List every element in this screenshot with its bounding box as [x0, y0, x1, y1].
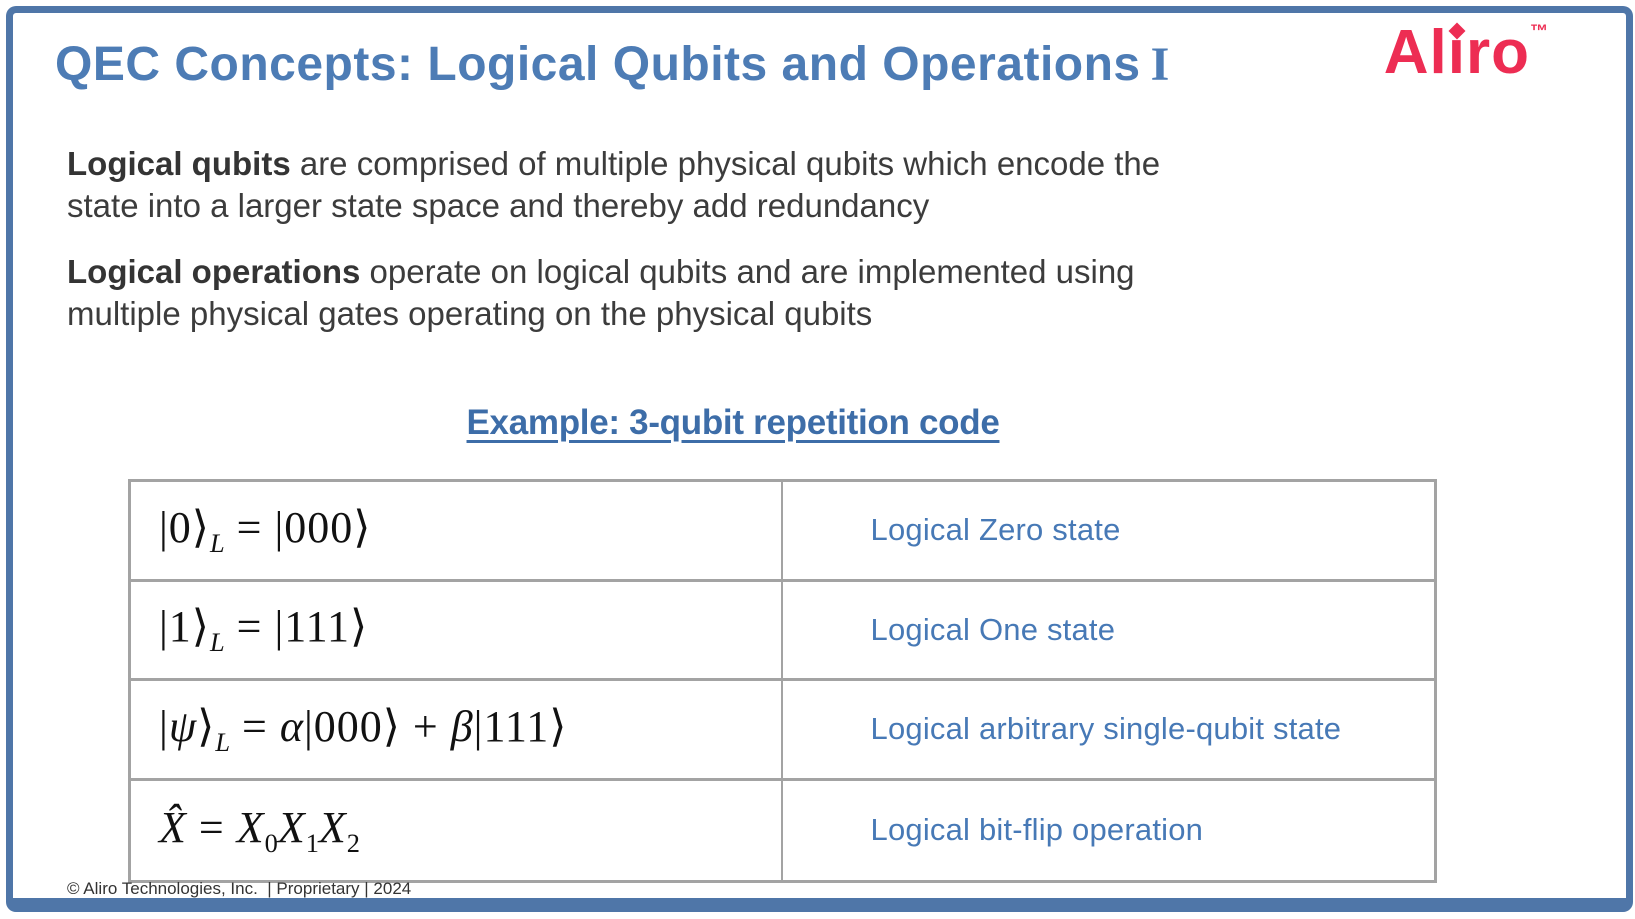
equation-logical-arbitrary: |ψ⟩L = α|000⟩ + β|111⟩	[159, 701, 568, 757]
table-cell-label: Logical bit-flip operation	[783, 781, 1435, 881]
page-title: QEC Concepts: Logical Qubits and Operati…	[55, 37, 1170, 92]
paragraph-text: multiple physical gates operating on the…	[67, 294, 873, 332]
page-title-text: QEC Concepts: Logical Qubits and Operati…	[55, 38, 1141, 91]
label-logical-bitflip: Logical bit-flip operation	[870, 812, 1204, 848]
table-cell-equation: |1⟩L = |111⟩	[131, 581, 783, 681]
table-cell-label: Logical Zero state	[782, 482, 1434, 582]
paragraph-logical-operations: Logical operations operate on logical qu…	[67, 251, 1547, 335]
equation-logical-bitflip: X̂ = X0X1X2	[159, 802, 360, 858]
paragraph-lead: Logical qubits	[67, 145, 291, 182]
copyright-footer: © Aliro Technologies, Inc. | Proprietary…	[67, 879, 412, 898]
label-logical-arbitrary: Logical arbitrary single-qubit state	[870, 711, 1342, 747]
table-cell-label: Logical arbitrary single-qubit state	[782, 681, 1434, 781]
table-cell-equation: |0⟩L = |000⟩	[131, 482, 783, 582]
label-logical-one: Logical One state	[870, 611, 1116, 647]
paragraph-text: are comprised of multiple physical qubit…	[290, 145, 1161, 182]
equation-logical-one: |1⟩L = |111⟩	[159, 602, 369, 658]
table-cell-equation: X̂ = X0X1X2	[131, 780, 783, 880]
label-logical-zero: Logical Zero state	[870, 512, 1121, 548]
slide-content: QEC Concepts: Logical Qubits and Operati…	[13, 13, 1626, 898]
page-title-numeral: I	[1150, 38, 1170, 91]
slide-frame: QEC Concepts: Logical Qubits and Operati…	[6, 6, 1633, 912]
paragraph-logical-qubits: Logical qubits are comprised of multiple…	[67, 143, 1547, 227]
trademark-symbol: ™	[1530, 21, 1548, 42]
paragraph-text: state into a larger state space and ther…	[67, 186, 930, 224]
paragraph-lead: Logical operations	[67, 253, 361, 290]
table-cell-equation: |ψ⟩L = α|000⟩ + β|111⟩	[131, 681, 783, 781]
table-cell-label: Logical One state	[782, 582, 1434, 681]
paragraph-text: operate on logical qubits and are implem…	[360, 253, 1135, 290]
repetition-code-table: |0⟩L = |000⟩ Logical Zero state |1⟩L = |…	[128, 479, 1437, 883]
logo-part1: Al	[1383, 18, 1448, 87]
logo-i: ı	[1448, 18, 1466, 87]
equation-logical-zero: |0⟩L = |000⟩	[159, 502, 372, 558]
logo-part2: ro	[1466, 18, 1530, 87]
example-heading: Example: 3-qubit repetition code	[466, 403, 1000, 442]
